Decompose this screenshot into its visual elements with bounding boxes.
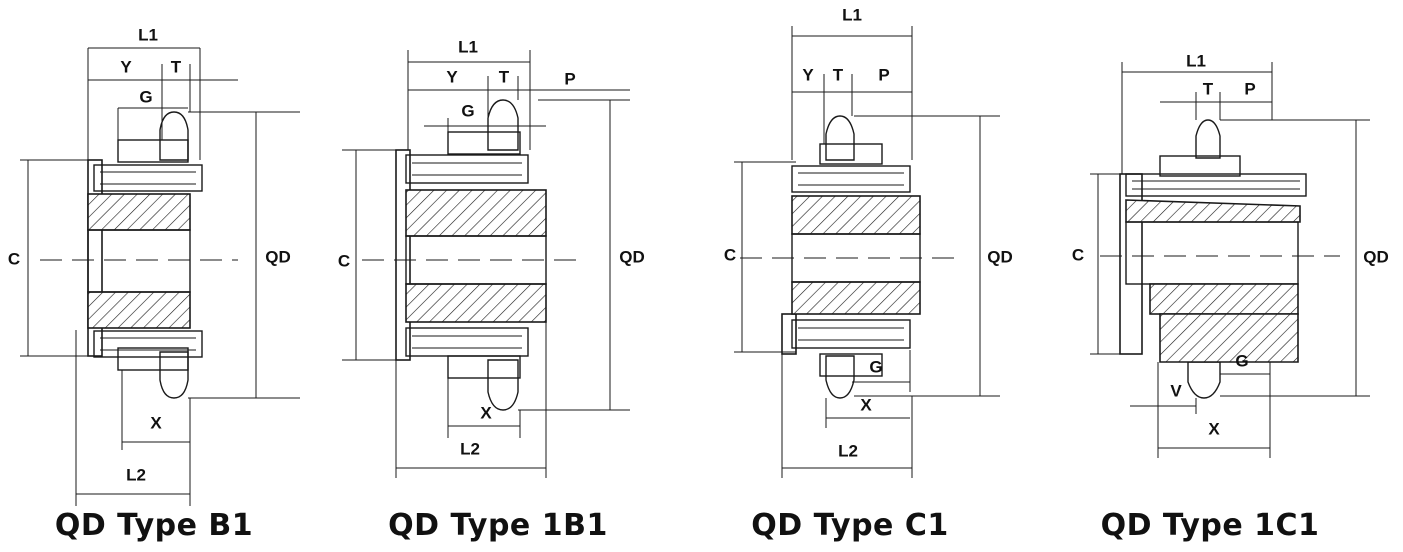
label-p: P — [564, 69, 575, 88]
bolt-bottom — [93, 330, 203, 358]
bolt-top — [93, 164, 203, 192]
sprocket-tooth-top — [159, 111, 189, 161]
label-l1: L1 — [458, 37, 478, 56]
sprocket-web-top — [819, 143, 883, 165]
label-l2: L2 — [460, 439, 480, 458]
sprocket-tooth-bottom — [487, 359, 519, 411]
bolt-bottom — [405, 327, 529, 357]
bore — [1125, 221, 1299, 285]
caption-b1: QD Type B1 — [54, 508, 254, 543]
label-g: G — [1235, 351, 1248, 370]
hub-section-bottom — [405, 283, 547, 323]
sprocket-web-top — [447, 131, 521, 155]
hub-section-top — [791, 195, 921, 235]
label-qd: QD — [619, 247, 645, 266]
label-c: C — [338, 251, 350, 270]
label-t: T — [833, 65, 844, 84]
label-c: C — [8, 249, 20, 268]
sprocket-web-bottom — [819, 353, 883, 377]
hub-section-bottom — [791, 281, 921, 315]
hub-section-bottom — [87, 291, 191, 329]
label-qd: QD — [987, 247, 1013, 266]
bolt-bottom — [791, 319, 911, 349]
sprocket-tooth-bottom — [159, 351, 189, 399]
sprocket-tooth-top — [825, 115, 855, 161]
sprocket-web-top — [117, 139, 189, 163]
sprocket-tooth-bottom — [825, 355, 855, 399]
label-x: X — [860, 395, 872, 414]
hub-section-top — [405, 189, 547, 237]
label-t: T — [499, 67, 510, 86]
sprocket-hub-bottom — [1159, 313, 1299, 363]
bolt-top — [791, 165, 911, 193]
diagram-b1: L1 Y T G C QD X L2 — [8, 25, 300, 506]
caption-c1: QD Type C1 — [751, 508, 949, 543]
sprocket-web-top — [1159, 155, 1241, 177]
bolt-top — [1125, 173, 1307, 197]
diagram-c1: L1 Y T P C QD G X L2 — [724, 5, 1013, 478]
bolt-top — [405, 154, 529, 184]
label-l1: L1 — [138, 25, 158, 44]
hub-section-bottom — [1149, 283, 1299, 315]
label-p: P — [1244, 79, 1255, 98]
diagram-1c1: L1 T P C QD G V X — [1072, 51, 1389, 458]
label-c: C — [1072, 245, 1084, 264]
caption-1c1: QD Type 1C1 — [1100, 508, 1320, 543]
sprocket-web-bottom — [117, 347, 189, 371]
label-y: Y — [120, 57, 132, 76]
label-c: C — [724, 245, 736, 264]
label-l2: L2 — [838, 441, 858, 460]
label-t: T — [171, 57, 182, 76]
label-x: X — [1208, 419, 1220, 438]
label-y: Y — [446, 67, 458, 86]
diagram-1b1: L1 Y T P G C QD X L2 — [338, 37, 645, 478]
label-v: V — [1170, 381, 1182, 400]
label-g: G — [461, 101, 474, 120]
label-g: G — [139, 87, 152, 106]
hub-section-top — [1125, 199, 1301, 223]
label-l2: L2 — [126, 465, 146, 484]
caption-1b1: QD Type 1B1 — [388, 508, 608, 543]
sprocket-tooth-bottom — [1187, 361, 1221, 399]
label-l1: L1 — [842, 5, 862, 24]
label-p: P — [878, 65, 889, 84]
sprocket-tooth-top — [487, 99, 519, 151]
label-y: Y — [802, 65, 814, 84]
label-qd: QD — [1363, 247, 1389, 266]
label-qd: QD — [265, 247, 291, 266]
label-t: T — [1203, 79, 1214, 98]
bore — [87, 229, 191, 293]
label-l1: L1 — [1186, 51, 1206, 70]
label-g: G — [869, 357, 882, 376]
hub-section-top — [87, 193, 191, 231]
sprocket-tooth-top — [1195, 119, 1221, 159]
label-x: X — [480, 403, 492, 422]
label-x: X — [150, 413, 162, 432]
